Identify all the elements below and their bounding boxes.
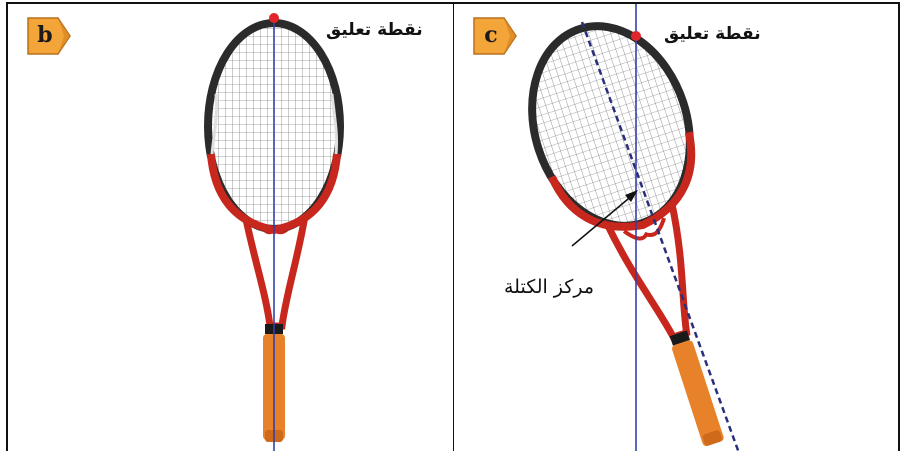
panel-c: c نقطة تعليق مركز الكتلة — [453, 2, 900, 451]
suspension-point-label-b: نقطة تعليق — [326, 20, 423, 40]
racket-c-figure — [454, 4, 900, 451]
suspension-point — [631, 31, 641, 41]
panel-b-badge: b — [30, 22, 60, 48]
center-of-mass-label: مركز الكتلة — [504, 276, 594, 298]
panel-b: b نقطة تعليق — [6, 2, 454, 451]
suspension-point-label-c: نقطة تعليق — [664, 24, 761, 44]
panel-c-badge: c — [476, 22, 506, 48]
suspension-point — [269, 13, 279, 23]
racket-b-figure — [8, 4, 454, 451]
